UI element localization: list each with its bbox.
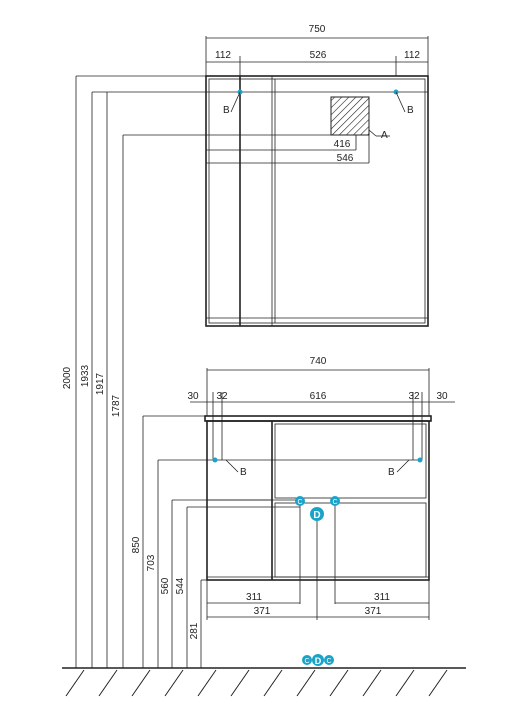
- cabinet-cd-markers: [172, 496, 340, 620]
- dim-height-281: 281: [189, 622, 200, 639]
- floor-hatch-stroke: [164, 669, 184, 697]
- hatched-area-a: [330, 96, 370, 136]
- dim-371-right: 371: [365, 606, 382, 617]
- height-dimension-lines: [75, 75, 331, 668]
- mirror-cabinet: [205, 75, 429, 327]
- dim-height-1917: 1917: [95, 372, 106, 395]
- dim-416: 416: [334, 139, 351, 150]
- dim-top-left-offset: 112: [215, 50, 231, 61]
- dim-top-right-offset: 112: [404, 50, 420, 61]
- label-c-left: C: [297, 499, 302, 506]
- dim-height-2000: 2000: [62, 366, 73, 389]
- floor-hatch-stroke: [362, 669, 382, 697]
- vanity-cabinet: [204, 415, 432, 581]
- label-a: A: [381, 130, 388, 141]
- dim-bottom-overall-width: 740: [310, 356, 327, 367]
- floor-hatch-stroke: [263, 669, 283, 697]
- dim-height-544: 544: [175, 577, 186, 594]
- marker-b-left-bottom: [212, 457, 218, 463]
- floor-hatch-stroke: [329, 669, 349, 697]
- floor-symbol-c-right: C: [326, 658, 331, 665]
- floor-hatch-stroke: [197, 669, 217, 697]
- floor: [62, 667, 466, 697]
- dim-height-560: 560: [160, 577, 171, 594]
- dim-height-703: 703: [146, 554, 157, 571]
- bottom-horizontal-dims: [206, 580, 430, 620]
- dim-311-left: 311: [246, 592, 262, 603]
- dim-bottom-center-616: 616: [310, 391, 327, 402]
- floor-hatch-stroke: [98, 669, 118, 697]
- floor-hatch-stroke: [395, 669, 415, 697]
- bottom-b-markers: [158, 457, 423, 473]
- top-dimension-lines: [205, 36, 429, 76]
- dim-top-overall-width: 750: [309, 24, 326, 35]
- dim-bottom-right-30: 30: [436, 391, 448, 402]
- dim-height-850: 850: [131, 536, 142, 553]
- dim-height-1787: 1787: [111, 394, 122, 417]
- floor-hatch-stroke: [296, 669, 316, 697]
- marker-c-left: [295, 496, 305, 506]
- label-b-bottom-right: B: [388, 467, 395, 478]
- floor-hatch-stroke: [428, 669, 448, 697]
- label-b-bottom-left: B: [240, 467, 247, 478]
- dim-bottom-left-30: 30: [187, 391, 199, 402]
- label-b-top-left: B: [223, 105, 230, 116]
- floor-symbols: [302, 654, 334, 666]
- top-b-markers: [92, 89, 428, 113]
- label-b-top-right: B: [407, 105, 414, 116]
- dim-bottom-right-32: 32: [408, 391, 420, 402]
- label-d: D: [313, 510, 320, 521]
- dim-546: 546: [337, 153, 354, 164]
- dim-bottom-left-32: 32: [216, 391, 228, 402]
- marker-d: [310, 507, 324, 521]
- floor-hatch-stroke: [230, 669, 250, 697]
- marker-c-right: [330, 496, 340, 506]
- floor-hatch-stroke: [65, 669, 85, 697]
- bottom-dimension-lines: [190, 368, 455, 460]
- floor-hatching: [65, 669, 448, 697]
- floor-symbol-d: D: [315, 656, 322, 666]
- dim-height-1933: 1933: [80, 364, 91, 387]
- dim-371-left: 371: [254, 606, 271, 617]
- dim-311-right: 311: [374, 592, 390, 603]
- marker-b-right-bottom: [417, 457, 423, 463]
- label-c-right: C: [332, 499, 337, 506]
- floor-symbol-c-left: C: [304, 658, 309, 665]
- dim-top-center-width: 526: [310, 50, 327, 61]
- floor-hatch-stroke: [131, 669, 151, 697]
